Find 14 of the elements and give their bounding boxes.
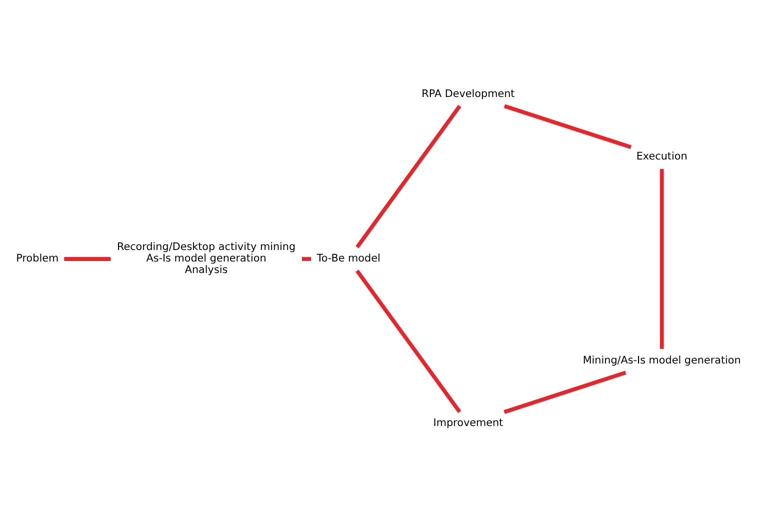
connector — [356, 270, 462, 414]
connector — [302, 257, 312, 261]
node-text: To-Be model — [316, 252, 380, 264]
connector — [64, 257, 111, 261]
node-text: RPA Development — [422, 88, 515, 100]
connector — [504, 370, 626, 414]
connector — [504, 104, 632, 150]
node-text: Recording/Desktop activity mining As-Is model generation Analysis — [116, 240, 296, 276]
node-text: Execution — [636, 150, 688, 163]
node-text: Problem — [16, 252, 59, 264]
connector — [356, 104, 462, 248]
connector — [660, 169, 664, 349]
node-text: Mining/As-Is model generation — [582, 354, 741, 366]
node-text: Improvement — [433, 417, 504, 430]
